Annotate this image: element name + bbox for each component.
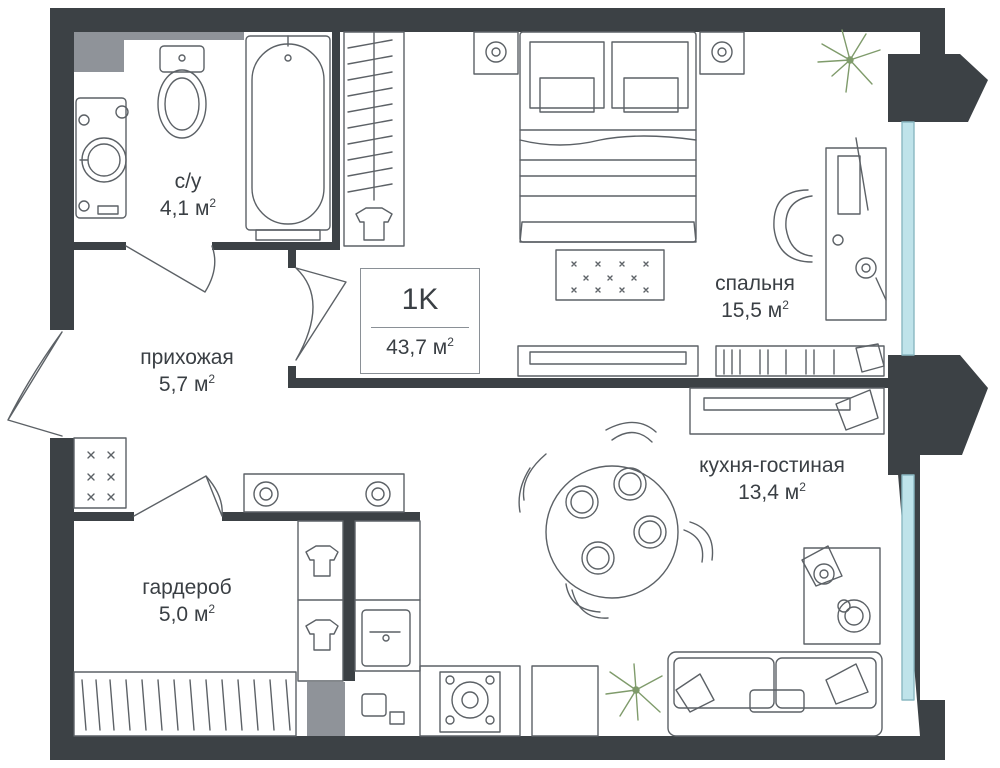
room-label-bedroom: спальня 15,5 м2 — [680, 270, 830, 325]
bedroom-rug — [555, 249, 665, 301]
hallway-shoe-rack — [73, 437, 127, 509]
room-label-wardrobe: гардероб 5,0 м2 — [102, 574, 272, 629]
room-area: 13,4 м2 — [738, 480, 806, 505]
tv-console — [689, 387, 885, 435]
walls — [50, 8, 988, 760]
room-area: 15,5 м2 — [721, 298, 789, 323]
doors — [7, 245, 347, 517]
armchair-coffee-table — [801, 545, 881, 645]
bed — [519, 31, 697, 243]
bathtub — [245, 35, 331, 241]
kitchen-counter — [243, 473, 599, 737]
room-name: кухня-гостиная — [699, 454, 845, 477]
room-area: 5,0 м2 — [158, 602, 216, 627]
windows — [901, 121, 915, 701]
plant-living — [605, 663, 663, 721]
room-name: спальня — [715, 272, 795, 295]
room-label-hallway: прихожая 5,7 м2 — [102, 344, 272, 399]
room-name: прихожая — [140, 346, 234, 369]
toilet — [157, 45, 207, 139]
room-area: 4,1 м2 — [159, 196, 217, 221]
nightstands — [473, 31, 745, 75]
apartment-total-area: 43,7 м2 — [386, 335, 454, 359]
bedroom-shelves — [517, 343, 885, 377]
bedroom-closet — [343, 31, 405, 247]
room-name: с/у — [174, 170, 202, 193]
room-area: 5,7 м2 — [158, 372, 216, 397]
badge-divider — [371, 327, 469, 328]
washbasin — [75, 97, 129, 219]
desk — [773, 137, 887, 321]
apartment-badge: 1K 43,7 м2 — [360, 268, 480, 374]
wardrobe-shelves — [73, 520, 344, 737]
plant-bedroom — [817, 29, 881, 93]
dining-table — [518, 421, 714, 619]
room-label-bathroom: с/у 4,1 м2 — [128, 168, 248, 223]
room-label-kitchen-living: кухня-гостиная 13,4 м2 — [662, 452, 882, 507]
apartment-type: 1K — [401, 283, 439, 316]
sofa — [667, 651, 883, 737]
room-name: гардероб — [142, 576, 232, 599]
